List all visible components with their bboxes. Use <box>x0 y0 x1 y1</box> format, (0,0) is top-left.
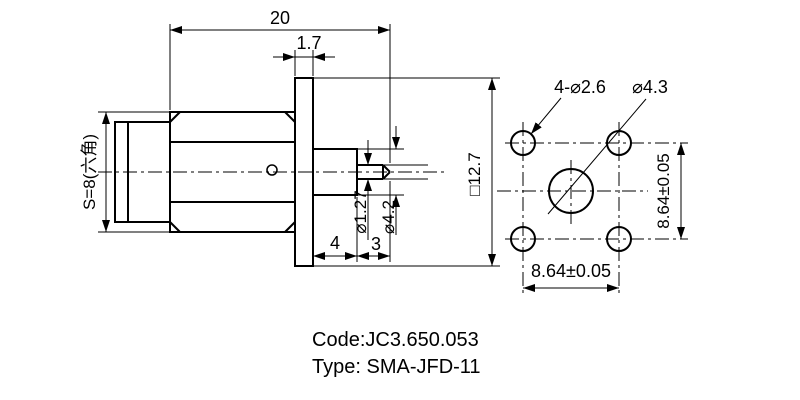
dim-overall-length: 20 <box>270 8 290 28</box>
part-identification: Code:JC3.650.053 Type: SMA-JFD-11 <box>312 329 481 378</box>
dim-length-chain-lines <box>313 197 390 262</box>
part-type: Type: SMA-JFD-11 <box>312 356 481 378</box>
part-code: Code:JC3.650.053 <box>312 329 479 351</box>
mounting-holes-leader <box>530 97 562 135</box>
mounting-hole-bottom-left <box>510 226 536 252</box>
dim-insulator-diameter-lines <box>357 126 404 235</box>
center-hole <box>548 168 594 214</box>
hole-callout-leaders <box>530 97 647 215</box>
dim-hex-lines <box>98 111 170 233</box>
connector-side-view <box>98 77 445 267</box>
dim-flange-thickness: 1.7 <box>296 33 321 53</box>
vent-hole <box>266 164 278 176</box>
mounting-hole-pattern-view: 4-⌀2.6 ⌀4.3 8.64±0.05 8.64±0.05 <box>497 77 688 296</box>
side-view-dimensions: 20 1.7 S=8(六角) 4 3 <box>80 8 500 267</box>
dim-flange-size: □12.7 <box>465 152 484 195</box>
dim-flange-size-lines <box>313 77 500 267</box>
dim-hole-spacing-vertical: 8.64±0.05 <box>654 153 673 229</box>
dim-hole-spacing-horizontal: 8.64±0.05 <box>531 261 611 281</box>
dim-flange-thickness-lines <box>273 50 335 76</box>
callout-center-hole: ⌀4.3 <box>632 77 668 97</box>
center-hole-leader <box>547 98 647 215</box>
callout-mounting-holes: 4-⌀2.6 <box>554 77 606 97</box>
dim-hex-across-flats: S=8(六角) <box>80 134 99 210</box>
hex-body <box>169 111 296 233</box>
dim-pin-diameter-lines <box>364 140 428 240</box>
mounting-hole-top-left <box>510 130 536 156</box>
dim-insulator-length: 4 <box>330 233 340 253</box>
dim-insulator-diameter: ⌀4.2 <box>379 200 398 234</box>
dim-pin-length: 3 <box>371 234 381 254</box>
mounting-hole-bottom-right <box>606 226 632 252</box>
dim-pin-diameter: ⌀1.27 <box>351 190 370 233</box>
